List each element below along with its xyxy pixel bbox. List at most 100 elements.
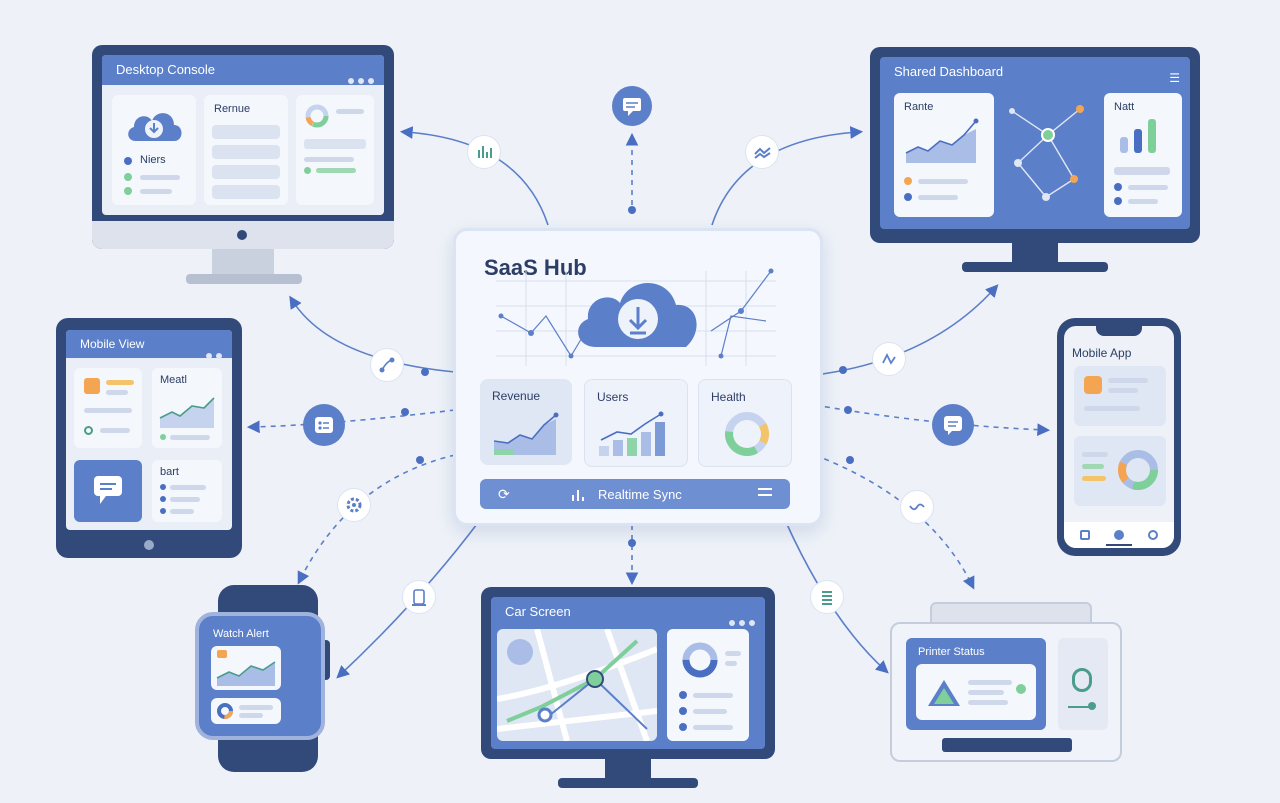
- health-tile-label: Health: [711, 390, 746, 404]
- desktop-card-3: [296, 95, 374, 205]
- desktop-title: Desktop Console: [116, 62, 215, 77]
- phone-screen: Mobile App: [1064, 326, 1174, 548]
- settings-icon: [337, 488, 371, 522]
- donut-icon: [682, 642, 718, 678]
- watch-crown[interactable]: [320, 640, 330, 680]
- device-icon: [402, 580, 436, 614]
- car-screen: Car Screen: [491, 597, 765, 749]
- tablet-title-bar: Mobile View: [66, 330, 232, 359]
- area-chart-icon: [905, 118, 979, 163]
- tablet-card-2: Meatl: [152, 368, 222, 448]
- line-chart-icon: [159, 397, 215, 428]
- trend-icon: [745, 135, 779, 169]
- menu-icon[interactable]: [758, 488, 772, 496]
- phone-tab-bar: [1064, 522, 1174, 548]
- donut-icon: [305, 104, 329, 128]
- health-tile[interactable]: Health: [698, 379, 792, 467]
- watch-screen: Watch Alert: [205, 622, 315, 730]
- health-donut-icon: [725, 412, 769, 456]
- shared-title-bar: Shared Dashboard ☰: [894, 64, 1180, 85]
- watch-device: Watch Alert: [195, 612, 325, 740]
- donut-icon: [1118, 450, 1158, 490]
- tablet-card2-heading: Meatl: [160, 374, 187, 386]
- revenue-tile[interactable]: Revenue: [480, 379, 572, 465]
- car-title-bar: Car Screen: [491, 597, 765, 627]
- stats-tab-icon[interactable]: [1114, 530, 1124, 540]
- phone-device: Mobile App: [1057, 318, 1181, 556]
- realtime-sync-bar[interactable]: ⟳ Realtime Sync: [480, 479, 790, 509]
- chat-icon: [612, 86, 652, 126]
- users-tile-label: Users: [597, 390, 629, 404]
- user-icon: [84, 378, 100, 394]
- printer-device: Printer Status: [890, 622, 1122, 762]
- tablet-chat-card[interactable]: [74, 460, 142, 522]
- shared-card2-heading: Natt: [1114, 101, 1135, 113]
- power-icon[interactable]: [1072, 668, 1092, 692]
- shared-screen: Shared Dashboard ☰ Rante Natt: [880, 57, 1190, 229]
- revenue-tile-label: Revenue: [492, 389, 541, 403]
- users-tile[interactable]: Users: [584, 379, 688, 467]
- bar-chart-small-icon: [572, 490, 584, 501]
- printer-title: Printer Status: [918, 646, 985, 658]
- shared-card-2: Natt: [1104, 93, 1182, 217]
- bar-chart-icon: [467, 135, 501, 169]
- tablet-device: Mobile View Meatl bart: [56, 318, 242, 558]
- users-chart-icon: [599, 411, 665, 456]
- map-view[interactable]: [497, 629, 657, 741]
- sync-label: Realtime Sync: [598, 487, 682, 502]
- tablet-card-4: bart: [152, 460, 222, 522]
- car-title: Car Screen: [505, 604, 571, 619]
- link-icon: [872, 342, 906, 376]
- power-button-icon: [237, 230, 247, 240]
- desktop-col2-heading: Rernue: [214, 103, 251, 115]
- watch-title: Watch Alert: [213, 628, 269, 640]
- area-chart-icon: [216, 661, 276, 686]
- desktop-screen: Desktop Console Niers Rernue: [102, 55, 384, 215]
- hub-title: SaaS Hub: [484, 255, 587, 280]
- shared-dashboard-monitor: Shared Dashboard ☰ Rante Natt: [870, 47, 1200, 243]
- network-graph-icon: [1009, 105, 1084, 201]
- paper-tray: [942, 738, 1072, 752]
- desktop-title-bar: Desktop Console: [102, 55, 384, 85]
- cloud-download-icon: [568, 267, 708, 362]
- printer-screen[interactable]: Printer Status: [906, 638, 1046, 730]
- home-tab-icon[interactable]: [1080, 530, 1090, 540]
- phone-card-2: [1074, 436, 1166, 506]
- bar-chart-icon: [1120, 119, 1156, 153]
- user-icon: [1084, 376, 1102, 394]
- desktop-list-label: Niers: [140, 154, 166, 166]
- car-info-card: [667, 629, 749, 741]
- desktop-console-monitor: Desktop Console Niers Rernue: [92, 45, 394, 249]
- car-screen-monitor: Car Screen: [481, 587, 775, 759]
- phone-title: Mobile App: [1072, 346, 1132, 360]
- desktop-card-2: Rernue: [204, 95, 288, 205]
- cloud-icon: [128, 113, 182, 141]
- profile-tab-icon[interactable]: [1148, 530, 1158, 540]
- phone-card-1: [1074, 366, 1166, 426]
- sync-icon: ⟳: [498, 486, 510, 502]
- desktop-card-1: Niers: [112, 95, 196, 205]
- watch-status-card: [211, 698, 281, 724]
- shared-title: Shared Dashboard: [894, 64, 1004, 79]
- tablet-card-1: [74, 368, 142, 448]
- wave-icon: [900, 490, 934, 524]
- print-job-icon: [928, 680, 960, 706]
- tablet-home-button[interactable]: [144, 540, 154, 550]
- revenue-chart-icon: [493, 412, 559, 455]
- message-icon: [932, 404, 974, 446]
- map-route-icon: [497, 629, 657, 741]
- alert-icon: [217, 650, 227, 658]
- donut-icon: [217, 703, 233, 719]
- tablet-card4-heading: bart: [160, 466, 179, 478]
- shared-card1-heading: Rante: [904, 101, 934, 113]
- printer-status-card: [916, 664, 1036, 720]
- saas-hub-panel: SaaS Hub Revenue Users: [453, 228, 823, 526]
- watch-chart-card: [211, 646, 281, 690]
- chat-icon: [94, 476, 122, 504]
- list-icon: [303, 404, 345, 446]
- tablet-screen: Mobile View Meatl bart: [66, 330, 232, 530]
- tablet-title: Mobile View: [80, 337, 145, 351]
- printer-side-panel: [1058, 638, 1108, 730]
- shared-card-1: Rante: [894, 93, 994, 217]
- network-icon: [370, 348, 404, 382]
